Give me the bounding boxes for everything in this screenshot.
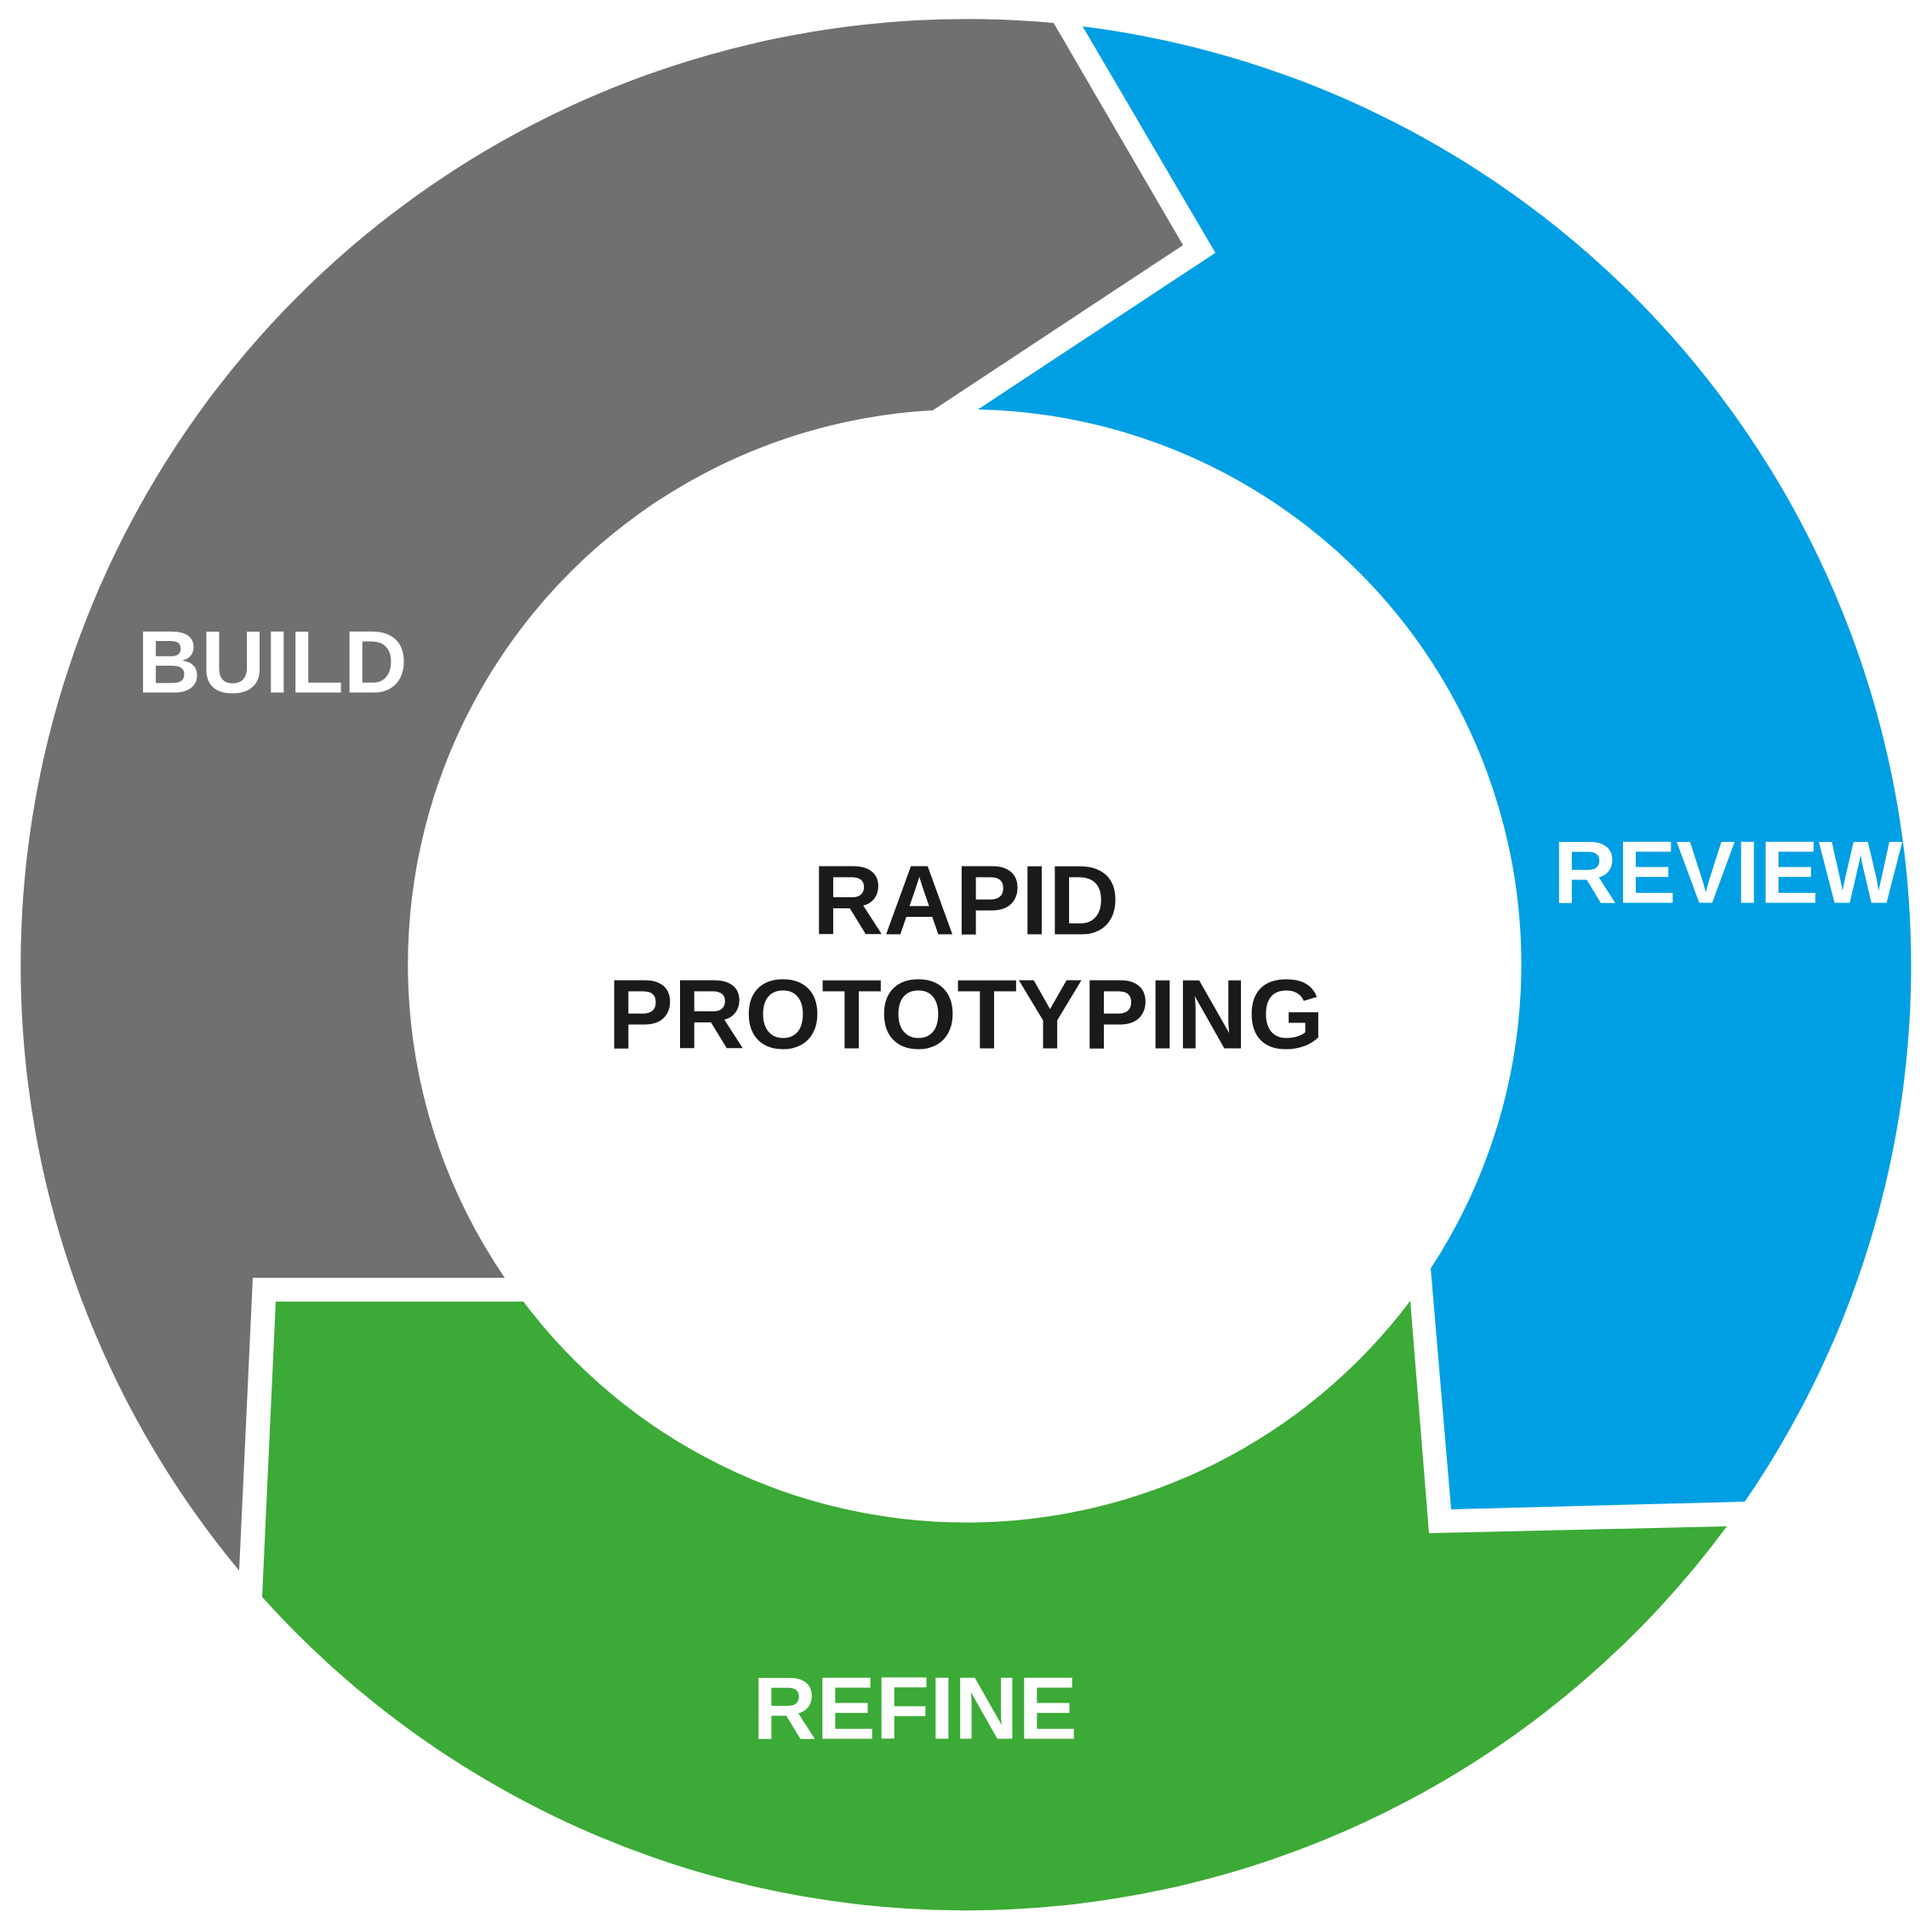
build-label: BUILD xyxy=(137,613,408,712)
refine-label: REFINE xyxy=(752,1659,1077,1758)
center-title-line-2: PROTOTYPING xyxy=(608,959,1324,1070)
center-title-line-1: RAPID xyxy=(813,845,1120,956)
review-label: REVIEW xyxy=(1553,823,1903,922)
review-segment xyxy=(978,26,1912,1509)
refine-segment xyxy=(262,1301,1727,1911)
build-segment xyxy=(20,19,1183,1571)
